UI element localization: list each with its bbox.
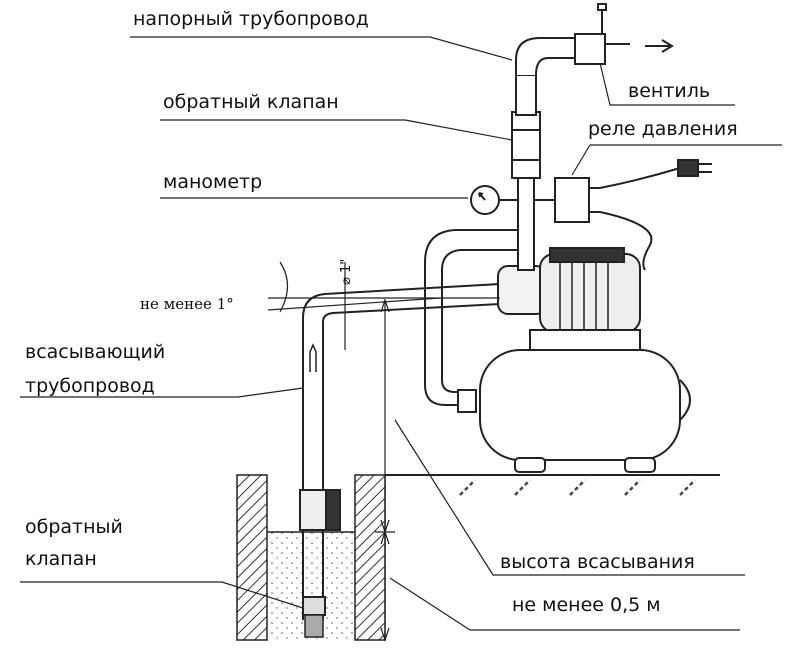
dimension-lines	[267, 261, 500, 642]
label-suction-pipe-1: всасывающий	[25, 341, 166, 363]
label-diameter: ⌀ 1"	[339, 258, 354, 285]
label-pressure-pipe: напорный трубопровод	[133, 8, 369, 30]
hydro-tank	[479, 329, 691, 473]
leader-lines	[20, 36, 782, 631]
tank-hose	[424, 229, 520, 413]
discharge-pipe	[511, 3, 674, 271]
suction-pipe	[299, 283, 501, 620]
label-check-valve-top: обратный клапан	[163, 91, 339, 113]
bottom-check-valve	[302, 596, 326, 638]
label-min-depth: не менее 0,5 м	[512, 594, 661, 616]
manometer-device	[470, 185, 518, 215]
label-manometer: манометр	[163, 171, 263, 193]
label-slope: не менее 1°	[140, 295, 234, 313]
pressure-relay-device	[534, 159, 712, 271]
label-suction-height: высота всасывания	[500, 551, 695, 573]
ground	[385, 474, 720, 496]
label-check-valve-bottom-2: клапан	[25, 548, 97, 570]
label-valve: вентиль	[628, 80, 711, 102]
label-pressure-relay: реле давления	[588, 118, 738, 140]
label-check-valve-bottom-1: обратный	[25, 516, 123, 538]
label-suction-pipe-2: трубопровод	[25, 375, 155, 397]
